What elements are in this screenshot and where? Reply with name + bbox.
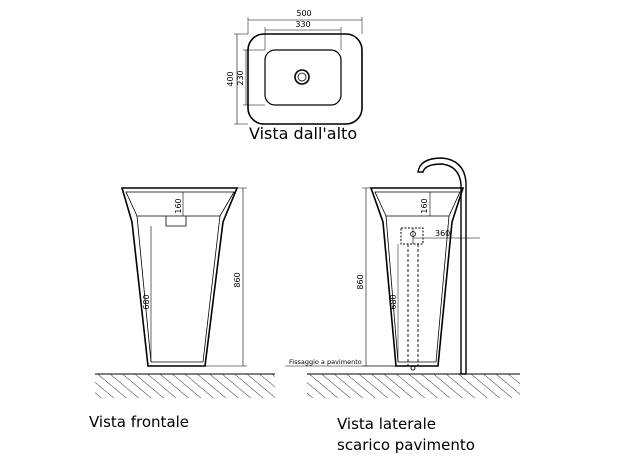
side-view-total-height-label: 860 (356, 274, 365, 289)
top-view-outer-width-label: 500 (296, 9, 311, 18)
side-view-column-height-label: 680 (389, 294, 398, 309)
top-view-inner-depth-label: 230 (236, 70, 245, 85)
side-view-caption-line1: Vista laterale (337, 415, 436, 433)
top-view-outer-rim (247, 33, 363, 125)
top-view-outer-depth-label: 400 (226, 71, 235, 86)
side-view-outline (369, 187, 465, 367)
side-view (285, 157, 520, 398)
front-view-column-height-label: 680 (142, 294, 151, 309)
top-view-drain (294, 69, 310, 85)
front-view-floor (95, 374, 275, 398)
top-view-inner-bowl (264, 49, 342, 106)
side-view-floor-tap (417, 157, 467, 375)
side-view-waste-trap (400, 227, 424, 245)
top-view-caption: Vista dall'alto (249, 124, 358, 143)
front-view-bowl-depth-label: 160 (174, 198, 183, 213)
side-view-floor-fixing-label: Fissaggio a pavimento (289, 358, 362, 366)
front-view (95, 187, 275, 398)
side-view-bowl-depth-label: 160 (420, 198, 429, 213)
top-view (234, 17, 363, 125)
front-view-outline (120, 187, 239, 367)
side-view-caption-line2: scarico pavimento (337, 436, 475, 454)
front-view-caption: Vista frontale (89, 413, 190, 431)
top-view-inner-width-label: 330 (295, 20, 310, 29)
side-view-tap-offset-label: 360 (435, 229, 450, 238)
side-view-floor (307, 374, 520, 398)
front-view-total-height-label: 860 (233, 272, 242, 287)
